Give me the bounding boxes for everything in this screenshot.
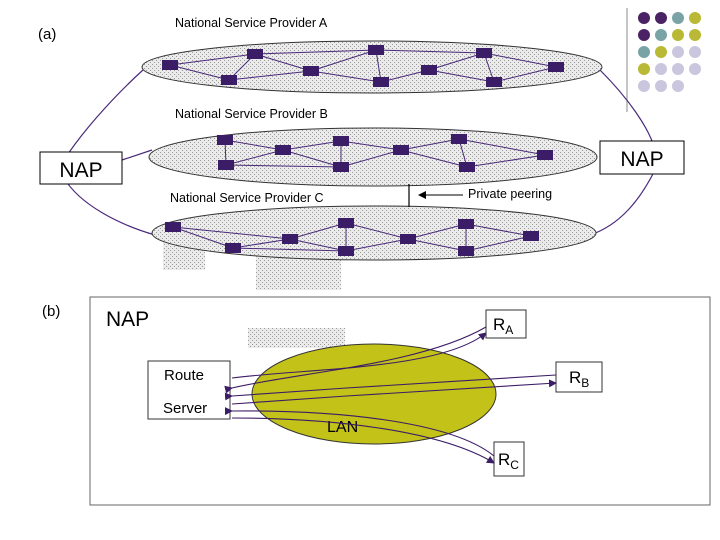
shaded-patch — [248, 328, 345, 348]
provider-b-label: National Service Provider B — [175, 107, 328, 121]
svg-text:RC: RC — [498, 450, 519, 472]
provider-c-network: National Service Provider C — [151, 191, 597, 290]
router-a: RA — [485, 309, 527, 339]
nap-right-box: NAP — [599, 140, 685, 175]
nap-left-box: NAP — [39, 151, 123, 185]
lan-label: LAN — [327, 419, 358, 436]
provider-a-label: National Service Provider A — [175, 16, 328, 30]
private-peering: Private peering — [408, 184, 552, 207]
private-peering-label: Private peering — [468, 187, 552, 201]
decorative-dot-grid — [626, 8, 701, 112]
part-a-label: (a) — [38, 26, 56, 43]
route-arrows — [224, 326, 557, 464]
provider-b-network: National Service Provider B — [148, 107, 598, 187]
route-server-label-1: Route — [164, 367, 204, 384]
router-b: RB — [555, 361, 603, 393]
part-b-label: (b) — [42, 303, 60, 320]
svg-text:NAP: NAP — [59, 159, 102, 182]
route-server-box: Route Server — [147, 360, 231, 420]
nap-frame-label: NAP — [106, 308, 149, 331]
svg-text:RA: RA — [493, 315, 513, 337]
svg-text:RB: RB — [569, 368, 589, 390]
svg-text:NAP: NAP — [620, 148, 663, 171]
router-c: RC — [493, 441, 525, 477]
route-server-label-2: Server — [163, 400, 207, 417]
provider-c-label: National Service Provider C — [170, 191, 324, 205]
provider-a-network: National Service Provider A — [141, 16, 603, 94]
